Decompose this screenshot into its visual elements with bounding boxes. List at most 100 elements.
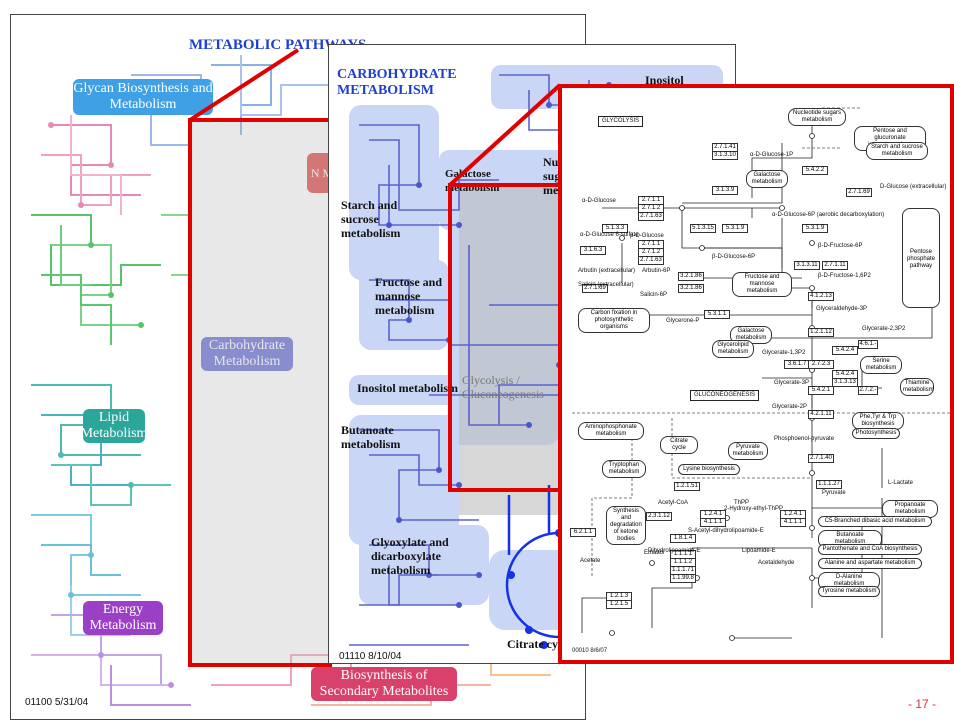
metabolite-tpp: ThPP [734, 500, 750, 506]
c5-branched-map[interactable]: C5-Branched dibasic acid metabolism [818, 516, 932, 527]
metabolite-dglucose: D-Glucose (extracellular) [880, 184, 947, 190]
metabolite-glycerate3p: Glycerate-3P [774, 380, 810, 386]
glycerolipid-map[interactable]: Glycerolipid metabolism [712, 340, 754, 358]
enzyme-box: 2.7.2.3 [808, 360, 834, 369]
enzyme-box: 5.3.1.9 [802, 224, 828, 233]
pantothenate-map[interactable]: Pantothenate and CoA biosynthesis [818, 544, 922, 555]
starch-sucrose-map[interactable]: Starch and sucrose metabolism [866, 142, 928, 160]
fructose-mannose-map[interactable]: Fructose and mannose metabolism [732, 272, 792, 297]
enzyme-box: 5.1.3.15 [690, 224, 716, 233]
metabolite-alpha-glucose: α-D-Glucose [582, 198, 616, 204]
enzyme-box: 6.2.1.1 [570, 528, 596, 537]
enzyme-box: 2.7.1.63 [638, 212, 664, 221]
pentose-phosphate-map[interactable]: Pentose phosphate pathway [902, 208, 940, 308]
enzyme-box: 1.2.1.51 [674, 482, 700, 491]
enzyme-box: 5.4.2.1 [808, 386, 834, 395]
metabolite-pep: Phosphoenol-pyruvate [774, 436, 835, 442]
citrate-cycle-label: Citrate cyc [507, 637, 564, 651]
metabolite-pyruvate: Pyruvate [822, 490, 846, 496]
alanine-aspartate-map[interactable]: Alanine and aspartate metabolism [818, 558, 922, 569]
enzyme-box: 3.6.1.7 [784, 360, 810, 369]
carbohydrate-title-line1: CARBOHYDRATE [337, 67, 457, 82]
enzyme-box: 1.2.1.5 [606, 600, 632, 609]
metabolite-ethanol: Ethanol [644, 550, 665, 556]
metabolite-glycerate13p2: Glycerate-1,3P2 [762, 350, 806, 356]
gluconeogenesis-box: GLUCONEOGENESIS [690, 390, 760, 401]
metabolite-arbutin: Arbutin (extracellular) [578, 268, 636, 274]
enzyme-box: 4.1.1.1 [700, 518, 726, 527]
thiamine-map[interactable]: Thiamine metabolism [900, 378, 934, 396]
enzyme-box: 4.2.1.11 [808, 410, 834, 419]
enzyme-box: 5.3.1.9 [722, 224, 748, 233]
metabolite-glucose6p: α-D-Glucose-6P (aerobic decarboxylation) [772, 212, 885, 218]
starch-sucrose-label: Starch and sucrose metabolism [341, 198, 401, 240]
metabolite-hydroxyethyl: 2-Hydroxy-ethyl-ThPP [724, 506, 784, 512]
galactose-map[interactable]: Galactose metabolism [746, 170, 788, 188]
metabolite-fructose6p: β-D-Fructose-6P [818, 243, 863, 249]
enzyme-box: 3.1.6.3 [580, 246, 606, 255]
enzyme-box: 4.6.1.- [858, 340, 878, 349]
carbohydrate-category-label: Carbohydrate Metabolism [201, 337, 293, 371]
tryptophan-map[interactable]: Tryptophan metabolism [602, 460, 646, 478]
aminophosphonate-map[interactable]: Aminophosphonate metabolism [578, 422, 644, 440]
butanoate-label: Butanoate metabolism [341, 423, 401, 451]
glycan-category-label: Glycan Biosynthesis and Metabolism [73, 79, 213, 115]
enzyme-box: 3.1.3.11 [794, 261, 820, 270]
photosynthesis-map[interactable]: Photosynthesis [852, 428, 900, 439]
glycolysis-label: Glycolysis / Gluconeogenesis [462, 373, 544, 401]
metabolite-acetyl-dihydro: S-Acetyl-dihydrolipoamide-E [688, 528, 764, 534]
nucleotide-sugars-map[interactable]: Nucleotide sugars metabolism [788, 108, 846, 126]
enzyme-box: 5.4.2.4 [832, 346, 858, 355]
enzyme-box: 3.2.1.86 [678, 284, 704, 293]
metabolite-arbutin6p: Arbutin-6P [642, 268, 671, 274]
citrate-cycle-map[interactable]: Citrate cycle [660, 436, 698, 454]
metabolite-glycerate2p: Glycerate-2P [772, 404, 808, 410]
lipid-category-label: Lipid Metabolism [80, 409, 148, 443]
enzyme-box: 2.3.1.12 [646, 512, 672, 521]
enzyme-box: 1.2.1.12 [808, 328, 834, 337]
enzyme-box: 1.1.99.8 [670, 574, 696, 583]
enzyme-box: 5.4.2.2 [802, 166, 828, 175]
galactose-label: Galactose metabolism [445, 168, 500, 194]
pyruvate-metabolism-map[interactable]: Pyruvate metabolism [728, 442, 768, 460]
enzyme-box: 3.1.3.9 [712, 186, 738, 195]
metabolite-beta-glucose6p: β-D-Glucose-6P [712, 254, 756, 260]
tyrosine-map[interactable]: Tyrosine metabolism [818, 586, 880, 597]
carbohydrate-title-line2: METABOLISM [337, 83, 434, 98]
metabolite-acetyl-coa: Acetyl-CoA [658, 500, 689, 506]
carbon-fixation-map[interactable]: Carbon fixation in photosynthetic organi… [578, 308, 650, 333]
fructose-mannose-label: Fructose and mannose metabolism [375, 275, 442, 317]
metabolite-acetaldehyde: Acetaldehyde [758, 560, 795, 566]
enzyme-box: 1.8.1.4 [670, 534, 696, 543]
enzyme-box: 2.7.1.63 [638, 256, 664, 265]
metabolite-beta-glucose: β-D-Glucose [630, 233, 664, 239]
enzyme-box: 5.1.3.3 [602, 224, 628, 233]
metabolite-lipoamide: Lipoamide-E [742, 548, 776, 554]
metabolite-salicin: Salicin (extracellular) [578, 282, 634, 288]
metabolite-dihydrolipoamide: Dihydrolipoamide-E [648, 548, 701, 554]
enzyme-box: 1.1.1.27 [816, 480, 842, 489]
energy-category-label: Energy Metabolism [83, 601, 163, 635]
metabolite-glyceraldehyde3p: Glyceraldehyde-3P [816, 306, 868, 312]
butanoate-map[interactable]: Butanoate metabolism [818, 530, 882, 548]
enzyme-box: 2.7.1.11 [822, 261, 848, 270]
panel1-footer: 01100 5/31/04 [25, 697, 89, 708]
metabolite-glycerone-p: Glycerone-P [666, 318, 700, 324]
metabolite-glucose6s: α-D-Glucose 6-sulfate [580, 232, 639, 238]
enzyme-box: 4.1.2.13 [808, 292, 834, 301]
metabolite-glucose1p: α-D-Glucose-1P [750, 152, 794, 158]
metabolite-fructose16p: β-D-Fructose-1,6P2 [818, 273, 871, 279]
metabolite-lactate: L-Lactate [888, 480, 914, 486]
panel3-footer: 00010 8/6/07 [572, 648, 608, 654]
slide-number: - 17 - [908, 697, 937, 711]
enzyme-box: 2.7.1.69 [582, 284, 608, 293]
lysine-map[interactable]: Lysine biosynthesis [678, 464, 740, 475]
glycolysis-pathway-detail: GLYCOLYSIS GLUCONEOGENESIS 2.7.1.41 3.1.… [558, 84, 954, 664]
enzyme-box: 3.1.3.13 [832, 378, 858, 387]
enzyme-box: 2.7.1.69 [846, 188, 872, 197]
enzyme-box: 5.3.1.1 [704, 310, 730, 319]
enzyme-box: 4.1.1.1 [780, 518, 806, 527]
metabolite-salicin6p: Salicin-6P [640, 292, 668, 298]
ketone-bodies-map[interactable]: Synthesis and degradation of ketone bodi… [606, 506, 646, 545]
serine-map[interactable]: Serine metabolism [860, 356, 902, 374]
